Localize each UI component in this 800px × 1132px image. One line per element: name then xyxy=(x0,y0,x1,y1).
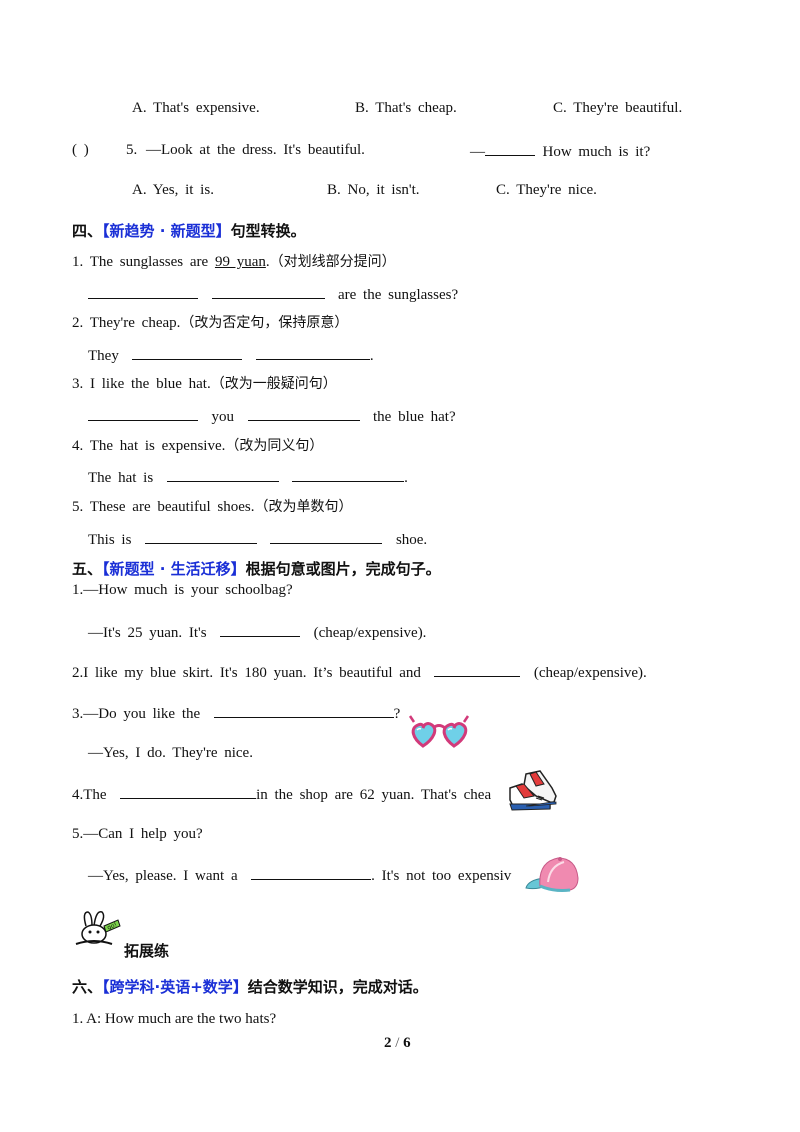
exercise-item: 2. They're cheap.（改为否定句，保持原意） xyxy=(72,313,348,333)
section-heading: 五、【新题型 · 生活迁移】根据句意或图片，完成句子。 xyxy=(72,559,441,579)
answer-blank[interactable] xyxy=(434,661,521,677)
answer-blank[interactable] xyxy=(213,702,394,718)
instruction-note: （改为单数句） xyxy=(254,499,353,515)
answer-blank[interactable] xyxy=(247,405,360,421)
sentence: 3. I like the blue hat. xyxy=(72,376,211,392)
answer-line: you the blue hat? xyxy=(88,405,456,427)
instruction-note: （对划线部分提问） xyxy=(269,254,396,270)
section-number: 四、 xyxy=(72,222,103,240)
answer-line: are the sunglasses? xyxy=(88,283,458,305)
exercise-item: 3. I like the blue hat.（改为一般疑问句） xyxy=(72,374,337,394)
question-number: 5. xyxy=(126,142,138,158)
page-separator: / xyxy=(395,1035,400,1051)
total-pages: 6 xyxy=(403,1035,411,1051)
section-heading: 四、【新趋势 · 新题型】句型转换。 xyxy=(72,221,306,241)
option-c: C. They're nice. xyxy=(496,182,597,198)
sentence: 5. These are beautiful shoes. xyxy=(72,499,255,515)
sentence: 1. The sunglasses are xyxy=(72,254,215,270)
answer-line: This is shoe. xyxy=(88,528,427,550)
current-page: 2 xyxy=(384,1035,392,1051)
section-number: 五、 xyxy=(72,560,103,578)
extension-label: 拓展练 xyxy=(124,942,170,960)
section-title: 结合数学知识，完成对话。 xyxy=(247,978,428,996)
dialogue-line: 3.—Do you like the ? xyxy=(72,702,400,724)
answer-blank[interactable] xyxy=(485,140,535,156)
answer-blank[interactable] xyxy=(220,621,301,637)
dialogue-line: 1. A: How much are the two hats? xyxy=(72,1011,277,1027)
answer-blank[interactable] xyxy=(88,405,198,421)
answer-line: They . xyxy=(88,344,374,366)
section-tag: 【跨学科·英语+数学】 xyxy=(102,978,248,996)
exercise-item: 1. The sunglasses are 99 yuan.（对划线部分提问） xyxy=(72,254,396,270)
section-tag: 【新趋势 · 新题型】 xyxy=(102,222,231,240)
option-a: A. Yes, it is. xyxy=(132,182,214,198)
option-c: C. They're beautiful. xyxy=(553,100,683,116)
answer-blank[interactable] xyxy=(270,528,383,544)
answer-line: The hat is . xyxy=(88,466,408,488)
exercise-item: 4. The hat is expensive.（改为同义句） xyxy=(72,436,323,456)
dialogue-line: 5.—Can I help you? xyxy=(72,826,203,842)
answer-blank[interactable] xyxy=(88,283,198,299)
option-a: A. That's expensive. xyxy=(132,100,260,116)
section-heading: 六、【跨学科·英语+数学】结合数学知识，完成对话。 xyxy=(72,977,428,997)
answer-bracket[interactable]: ( ) xyxy=(72,142,89,158)
response-line: — How much is it? xyxy=(470,140,650,162)
instruction-note: （改为同义句） xyxy=(225,438,324,454)
answer-blank[interactable] xyxy=(292,466,405,482)
question-tail: How much is it? xyxy=(542,144,651,160)
dialogue-line: 2.I like my blue skirt. It's 180 yuan. I… xyxy=(72,661,647,683)
dash: — xyxy=(470,144,485,160)
badge-text: go! xyxy=(106,921,118,931)
sneakers-icon xyxy=(509,770,557,811)
section-number: 六、 xyxy=(72,978,103,996)
answer-blank[interactable] xyxy=(132,344,243,360)
sunglasses-icon xyxy=(408,715,470,748)
sentence: 2. They're cheap. xyxy=(72,315,181,331)
exercise-item: 5. These are beautiful shoes.（改为单数句） xyxy=(72,497,353,517)
instruction-note: （改为一般疑问句） xyxy=(210,376,337,392)
answer-blank[interactable] xyxy=(144,528,257,544)
instruction-note: （改为否定句，保持原意） xyxy=(180,315,349,331)
answer-blank[interactable] xyxy=(251,864,372,880)
bunny-icon: go! xyxy=(75,911,121,945)
dialogue-line: —It's 25 yuan. It's (cheap/expensive). xyxy=(88,621,426,643)
section-tag: 【新题型 · 生活迁移】 xyxy=(102,560,246,578)
sentence: 4. The hat is expensive. xyxy=(72,438,226,454)
answer-blank[interactable] xyxy=(120,783,257,799)
underlined-phrase: 99 yuan xyxy=(214,254,266,270)
option-b: B. That's cheap. xyxy=(355,100,457,116)
option-b: B. No, it isn't. xyxy=(327,182,420,198)
page-number: 2 / 6 xyxy=(384,1033,411,1053)
answer-blank[interactable] xyxy=(255,344,370,360)
answer-blank[interactable] xyxy=(211,283,325,299)
dialogue-line: —Yes, please. I want a . It's not too ex… xyxy=(88,864,511,886)
answer-blank[interactable] xyxy=(166,466,279,482)
section-title: 根据句意或图片，完成句子。 xyxy=(245,560,441,578)
dialogue-line: 1.—How much is your schoolbag? xyxy=(72,582,293,598)
section-title: 句型转换。 xyxy=(230,222,306,240)
dialogue-line: 4.The in the shop are 62 yuan. That's ch… xyxy=(72,783,491,805)
dialogue-line: —Yes, I do. They're nice. xyxy=(88,745,253,761)
cap-icon xyxy=(525,857,579,892)
question-prompt: —Look at the dress. It's beautiful. xyxy=(146,142,365,158)
